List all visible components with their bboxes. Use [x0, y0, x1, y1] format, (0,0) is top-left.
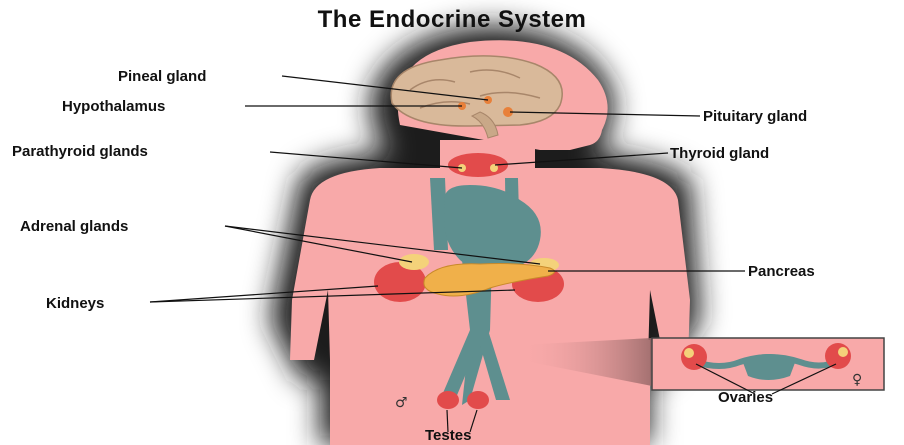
label-pituitary-gland: Pituitary gland: [703, 109, 807, 124]
label-ovaries: Ovaries: [718, 390, 773, 405]
label-parathyroid-glands: Parathyroid glands: [12, 144, 148, 159]
label-thyroid-gland: Thyroid gland: [670, 146, 769, 161]
label-adrenal-glands: Adrenal glands: [20, 219, 128, 234]
label-kidneys: Kidneys: [46, 296, 104, 311]
label-testes: Testes: [425, 428, 471, 443]
label-pineal-gland: Pineal gland: [118, 69, 206, 84]
label-pancreas: Pancreas: [748, 264, 815, 279]
female-symbol-icon: ♀: [852, 372, 862, 388]
male-symbol-icon: ♂: [395, 395, 408, 411]
diagram-title: The Endocrine System: [0, 6, 904, 34]
label-hypothalamus: Hypothalamus: [62, 99, 165, 114]
